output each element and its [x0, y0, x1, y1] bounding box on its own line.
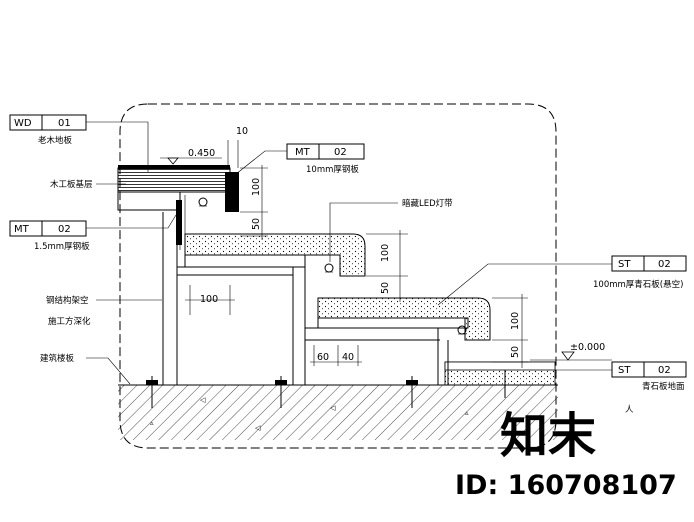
tag-st02-top-code: ST — [618, 259, 631, 270]
svg-text:▵: ▵ — [465, 409, 469, 417]
concrete-slab: ◁ ▵ ◁ ▵ ◁ — [118, 384, 558, 440]
svg-text:◁: ◁ — [200, 396, 206, 404]
dim-60-40: 60 40 — [310, 345, 362, 366]
note-hidden-led-text: 暗藏LED灯带 — [402, 198, 453, 209]
stone-step-lower — [305, 297, 491, 385]
tag-st02-bottom-num: 02 — [658, 365, 671, 376]
tag-mt02-top-note: 10mm厚钢板 — [306, 164, 359, 175]
note-steel-frame-1: 钢结构架空 — [46, 295, 89, 306]
tag-mt02-top: MT 02 10mm厚钢板 — [230, 143, 365, 179]
dim-50-b: 50 — [380, 282, 391, 294]
dim-top-vertical: 100 50 — [240, 165, 268, 240]
tag-mt02-top-num: 02 — [334, 147, 347, 158]
stone-floor-slab — [444, 361, 556, 371]
tag-wd01: WD 01 老木地板 — [9, 114, 149, 172]
tag-wd01-code: WD — [14, 118, 32, 129]
level-marker-zero: ±0.000 — [530, 342, 612, 361]
anchor-bolts — [146, 370, 506, 408]
dim-100-b: 100 — [380, 244, 391, 262]
dim-100-a: 100 — [251, 178, 262, 196]
tag-st02-bottom-code: ST — [618, 365, 631, 376]
dim-10: 10 — [227, 126, 248, 168]
tag-mt02-left: MT 02 1.5mm厚钢板 — [9, 214, 177, 252]
tag-st02-bottom: ST 02 青石板地面 — [556, 361, 687, 392]
steel-frame-left — [162, 195, 186, 385]
note-hidden-led: 暗藏LED灯带 — [329, 198, 453, 262]
steel-frame-middle — [177, 266, 306, 385]
tag-st02-top-note: 100mm厚青石板(悬空) — [593, 279, 683, 290]
svg-text:▵: ▵ — [150, 419, 154, 427]
detail-boundary — [119, 103, 557, 449]
note-floor-board-text: 建筑楼板 — [40, 353, 75, 364]
level-zero-value: ±0.000 — [570, 342, 605, 353]
dim-middle-vertical: 100 50 — [366, 230, 408, 302]
dim-40: 40 — [342, 352, 354, 363]
note-steel-frame: 钢结构架空 施工方深化 — [46, 295, 162, 327]
tag-mt02-left-num: 02 — [58, 224, 71, 235]
dim-lower-vertical: 100 50 — [492, 294, 528, 368]
tag-st02-top-num: 02 — [658, 259, 671, 270]
svg-text:◁: ◁ — [330, 404, 336, 412]
tag-wd01-note: 老木地板 — [38, 135, 73, 146]
note-wood-base: 木工板基层 — [50, 179, 126, 190]
dim-10-text: 10 — [236, 126, 248, 137]
dim-100-h: 100 — [200, 294, 218, 305]
svg-text:◁: ◁ — [255, 424, 261, 432]
note-steel-frame-2: 施工方深化 — [48, 316, 91, 327]
level-top-value: 0.450 — [188, 148, 215, 159]
dim-50-a: 50 — [251, 218, 262, 230]
dim-50-c: 50 — [510, 346, 521, 358]
dim-horizontal-100: 100 — [185, 285, 235, 315]
tag-st02-top: ST 02 100mm厚青石板(悬空) — [437, 255, 687, 306]
tag-mt02-left-note: 1.5mm厚钢板 — [34, 241, 90, 252]
dim-60: 60 — [317, 352, 329, 363]
tag-st02-bottom-note: 青石板地面 — [642, 381, 685, 392]
cut-label: 人 — [625, 405, 634, 415]
tag-mt02-top-code: MT — [295, 147, 311, 158]
level-marker-top: 0.450 — [160, 148, 222, 165]
wood-floor-tier — [117, 165, 239, 212]
tag-wd01-num: 01 — [58, 118, 71, 129]
tag-mt02-left-code: MT — [14, 224, 30, 235]
stone-step-middle — [184, 233, 366, 277]
note-floor-board: 建筑楼板 — [40, 353, 131, 385]
watermark-id: ID: 160708107 — [455, 470, 677, 501]
dim-100-c: 100 — [510, 312, 521, 330]
watermark-brand: 知末 — [500, 408, 596, 464]
note-wood-base-text: 木工板基层 — [50, 179, 93, 190]
